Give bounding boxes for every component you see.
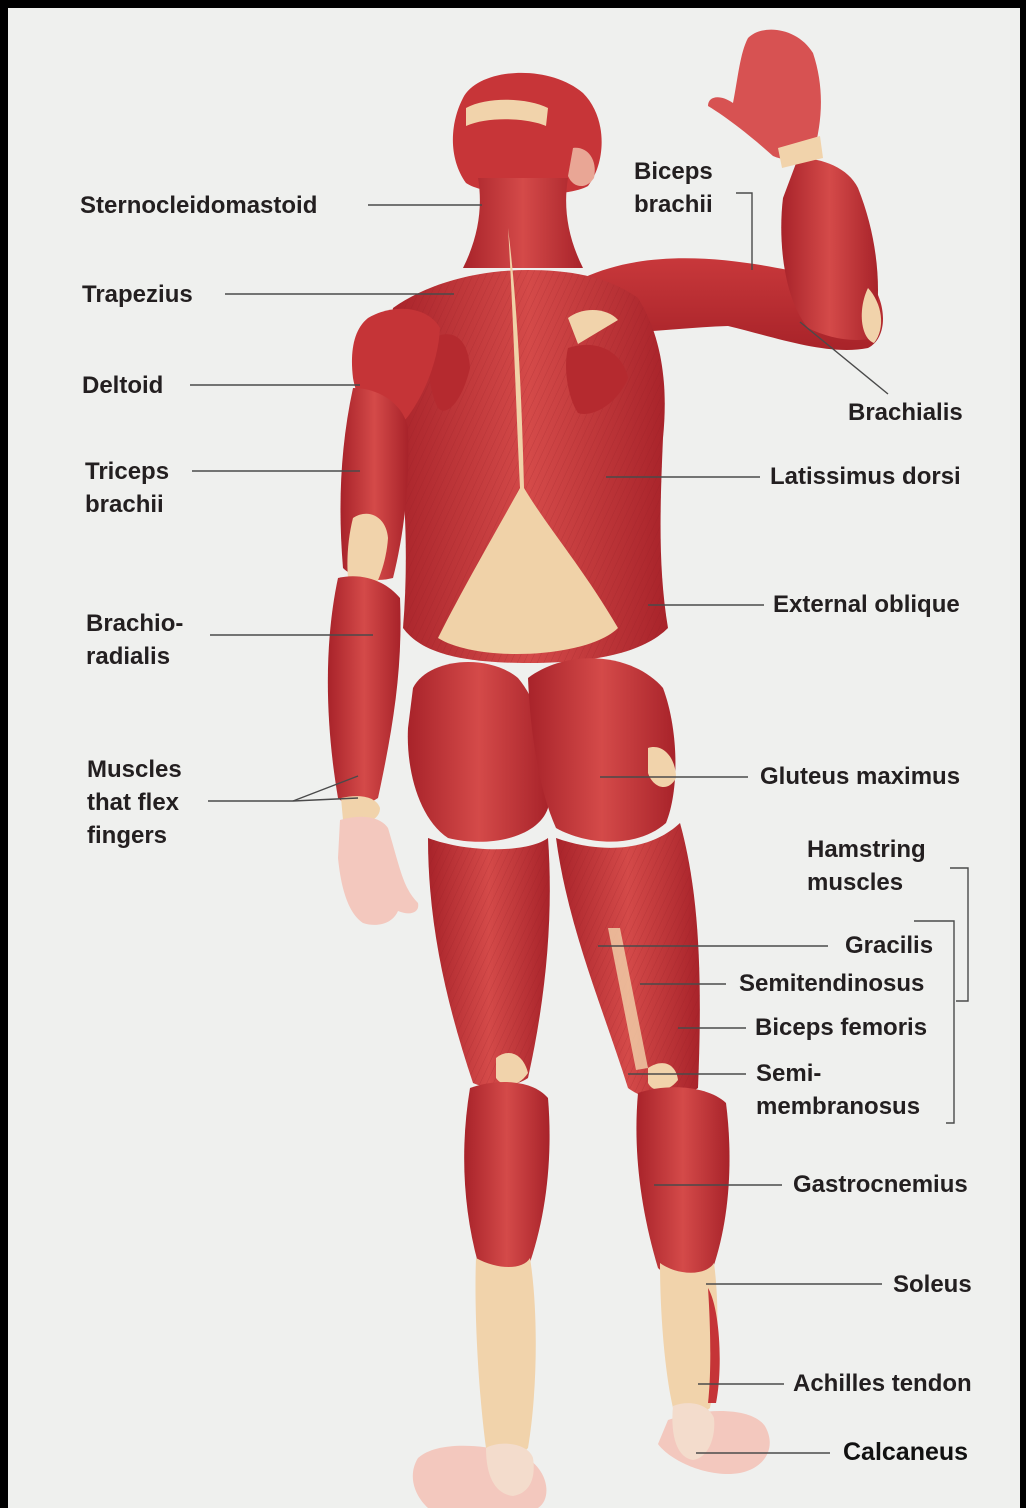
left-forearm <box>328 576 401 805</box>
label-achilles-tendon: Achilles tendon <box>793 1367 972 1400</box>
diagram-canvas: Sternocleidomastoid Trapezius Deltoid Tr… <box>8 8 1020 1508</box>
label-semitendinosus: Semitendinosus <box>739 967 924 1000</box>
left-hand <box>338 817 418 925</box>
label-brachialis: Brachialis <box>848 396 963 429</box>
label-sternocleidomastoid: Sternocleidomastoid <box>80 189 317 222</box>
label-calcaneus: Calcaneus <box>843 1436 968 1469</box>
neck <box>463 178 583 268</box>
label-external-oblique: External oblique <box>773 588 960 621</box>
label-gastrocnemius: Gastrocnemius <box>793 1168 968 1201</box>
right-calf <box>636 1087 729 1276</box>
left-calf <box>464 1082 549 1273</box>
label-gracilis: Gracilis <box>845 929 933 962</box>
label-semimembranosus: Semi-membranosus <box>756 1057 920 1123</box>
label-brachioradialis: Brachio-radialis <box>86 607 183 673</box>
label-trapezius: Trapezius <box>82 278 193 311</box>
right-hand <box>708 30 821 160</box>
label-biceps-femoris: Biceps femoris <box>755 1011 927 1044</box>
label-deltoid: Deltoid <box>82 369 163 402</box>
label-gluteus-maximus: Gluteus maximus <box>760 760 960 793</box>
label-latissimus-dorsi: Latissimus dorsi <box>770 460 961 493</box>
label-soleus: Soleus <box>893 1268 972 1301</box>
left-gluteus <box>408 662 549 842</box>
